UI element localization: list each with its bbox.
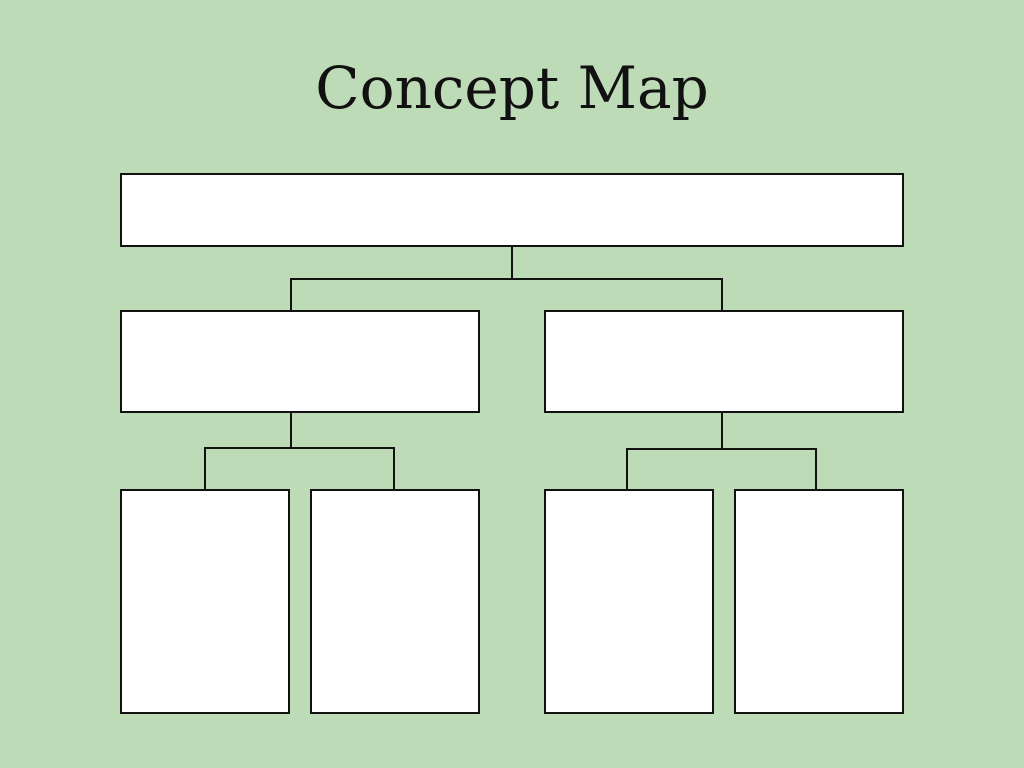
node-left[interactable] <box>120 310 480 413</box>
node-right-a[interactable] <box>544 489 714 714</box>
connector-left-bar <box>204 447 395 489</box>
node-root[interactable] <box>120 173 904 247</box>
node-right-b[interactable] <box>734 489 904 714</box>
node-left-b[interactable] <box>310 489 480 714</box>
node-left-a[interactable] <box>120 489 290 714</box>
page-title: Concept Map <box>315 54 709 122</box>
connector-right-bar <box>626 448 817 489</box>
node-right[interactable] <box>544 310 904 413</box>
connector-root-bar <box>290 278 723 310</box>
connectors <box>204 246 817 489</box>
